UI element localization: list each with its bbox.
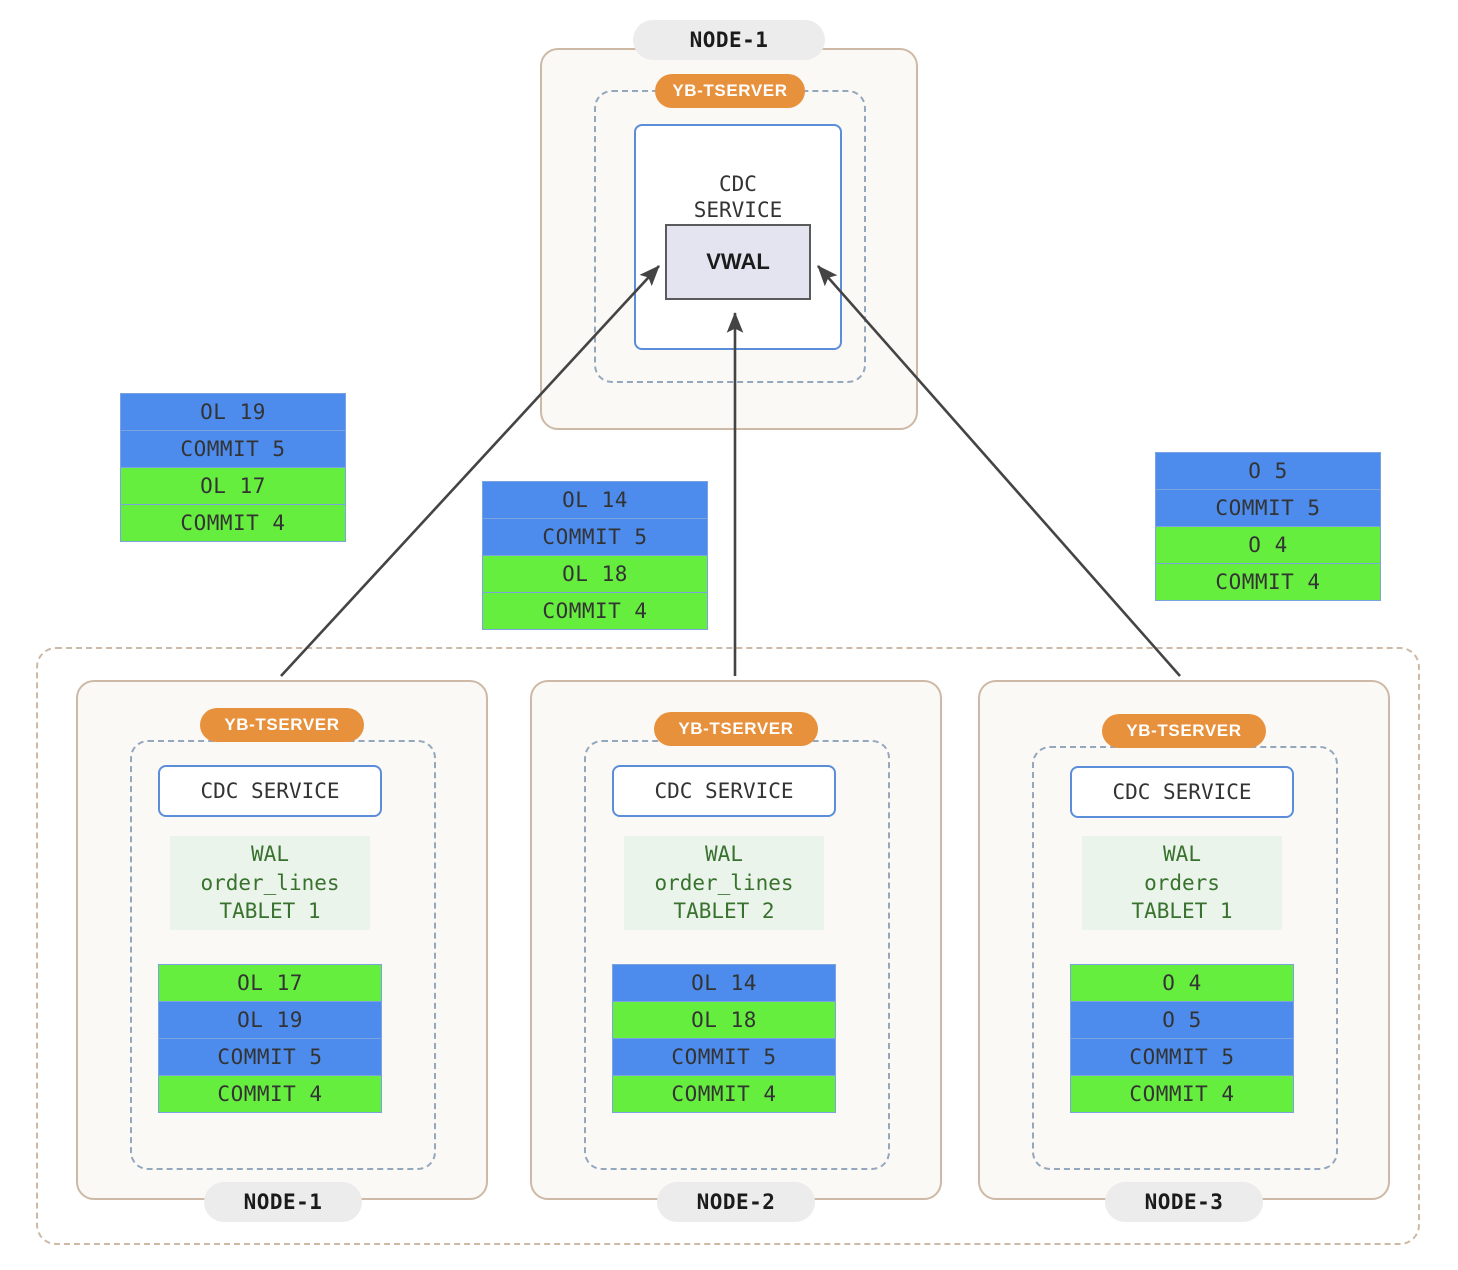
- bottom-node-3-wal-box: WAL orders TABLET 1: [1082, 836, 1282, 930]
- record-block: OL 17: [158, 964, 382, 1002]
- record-block: O 4: [1155, 526, 1381, 564]
- bottom-node-3-cdc-service-box: CDC SERVICE: [1070, 766, 1294, 818]
- record-block: OL 18: [482, 555, 708, 593]
- bottom-node-3-tserver-pill: YB-TSERVER: [1102, 714, 1266, 748]
- top-node-cdc-service-label: CDC SERVICE: [693, 171, 783, 222]
- bottom-node-2-label: NODE-2: [657, 1182, 815, 1222]
- wal-tablet: TABLET 1: [1131, 899, 1233, 924]
- wal-table: orders: [1144, 870, 1220, 895]
- wal-tablet: TABLET 1: [219, 899, 321, 924]
- bottom-node-2-wal-box: WAL order_lines TABLET 2: [624, 836, 824, 930]
- record-block: COMMIT 4: [1070, 1075, 1294, 1113]
- left-floating-stack: OL 19 COMMIT 5 OL 17 COMMIT 4: [120, 393, 346, 542]
- top-node-tserver-pill: YB-TSERVER: [655, 74, 805, 108]
- bottom-node-2-tserver-pill: YB-TSERVER: [654, 712, 818, 746]
- bottom-node-1-tserver-pill: YB-TSERVER: [200, 708, 364, 742]
- record-block: COMMIT 5: [1070, 1038, 1294, 1076]
- bottom-node-3-record-stack: O 4 O 5 COMMIT 5 COMMIT 4: [1070, 964, 1294, 1113]
- record-block: COMMIT 4: [612, 1075, 836, 1113]
- wal-table: order_lines: [200, 870, 340, 895]
- wal-title: WAL: [251, 842, 289, 867]
- wal-tablet: TABLET 2: [673, 899, 775, 924]
- record-block: OL 14: [482, 481, 708, 519]
- record-block: OL 19: [120, 393, 346, 431]
- record-block: COMMIT 5: [612, 1038, 836, 1076]
- record-block: O 5: [1155, 452, 1381, 490]
- record-block: O 4: [1070, 964, 1294, 1002]
- record-block: OL 14: [612, 964, 836, 1002]
- bottom-node-1-label: NODE-1: [204, 1182, 362, 1222]
- top-node-label: NODE-1: [633, 20, 825, 60]
- bottom-node-1-record-stack: OL 17 OL 19 COMMIT 5 COMMIT 4: [158, 964, 382, 1113]
- record-block: COMMIT 4: [482, 592, 708, 630]
- wal-title: WAL: [1163, 842, 1201, 867]
- vwal-box: VWAL: [665, 224, 811, 300]
- record-block: OL 19: [158, 1001, 382, 1039]
- bottom-node-2-cdc-service-label: CDC SERVICE: [654, 778, 794, 803]
- right-floating-stack: O 5 COMMIT 5 O 4 COMMIT 4: [1155, 452, 1381, 601]
- bottom-node-1-wal-box: WAL order_lines TABLET 1: [170, 836, 370, 930]
- wal-table: order_lines: [654, 870, 794, 895]
- record-block: COMMIT 5: [482, 518, 708, 556]
- bottom-node-3-cdc-service-label: CDC SERVICE: [1112, 779, 1252, 804]
- vwal-label: VWAL: [706, 249, 770, 274]
- bottom-node-1-cdc-service-label: CDC SERVICE: [200, 778, 340, 803]
- record-block: OL 18: [612, 1001, 836, 1039]
- record-block: COMMIT 5: [120, 430, 346, 468]
- record-block: COMMIT 4: [158, 1075, 382, 1113]
- bottom-node-3-label: NODE-3: [1105, 1182, 1263, 1222]
- record-block: COMMIT 5: [158, 1038, 382, 1076]
- record-block: O 5: [1070, 1001, 1294, 1039]
- bottom-node-2-cdc-service-box: CDC SERVICE: [612, 765, 836, 817]
- cluster-boundary: [36, 647, 1420, 1245]
- record-block: COMMIT 4: [1155, 563, 1381, 601]
- middle-floating-stack: OL 14 COMMIT 5 OL 18 COMMIT 4: [482, 481, 708, 630]
- bottom-node-1-cdc-service-box: CDC SERVICE: [158, 765, 382, 817]
- record-block: OL 17: [120, 467, 346, 505]
- record-block: COMMIT 5: [1155, 489, 1381, 527]
- wal-title: WAL: [705, 842, 743, 867]
- record-block: COMMIT 4: [120, 504, 346, 542]
- bottom-node-2-record-stack: OL 14 OL 18 COMMIT 5 COMMIT 4: [612, 964, 836, 1113]
